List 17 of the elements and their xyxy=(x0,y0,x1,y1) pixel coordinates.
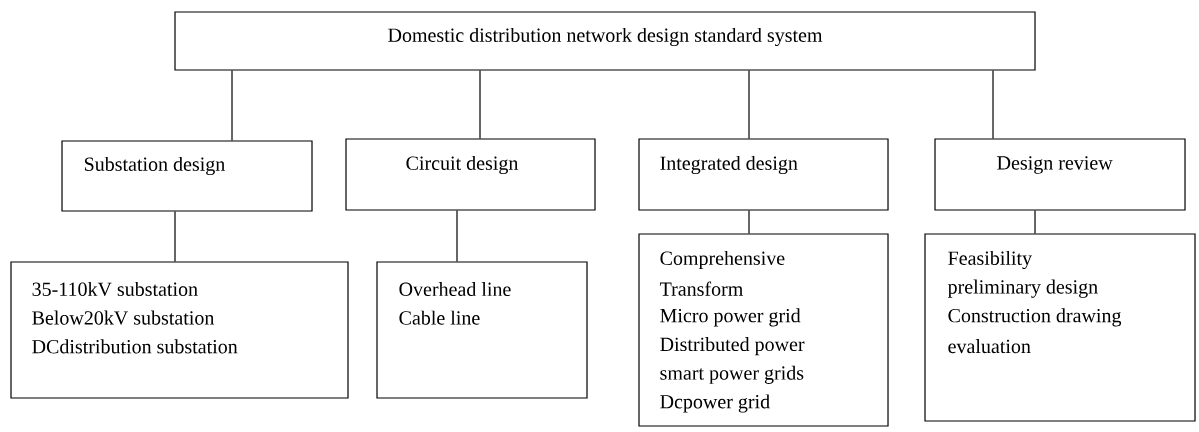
connector-line xyxy=(174,211,176,262)
connector-line xyxy=(992,70,994,139)
connector-line xyxy=(231,70,233,141)
connector-line xyxy=(479,70,481,139)
connector-line xyxy=(748,210,750,234)
box: Comprehensive Transform Micro power grid Distributed power smart power grids Dcpower grid xyxy=(638,233,889,427)
connector-line xyxy=(456,210,458,262)
box: Circuit design xyxy=(345,138,596,211)
box: Domestic distribution network design standard system xyxy=(174,11,1036,71)
box: Substation design xyxy=(61,140,313,212)
box: Design review xyxy=(934,138,1186,211)
box: Overhead line Cable line xyxy=(376,261,588,399)
connector-line xyxy=(1034,210,1036,234)
box: Feasibility preliminary design Construction drawing evaluation xyxy=(924,233,1196,422)
connector-line xyxy=(748,70,750,139)
box: Integrated design xyxy=(638,138,889,211)
box: 35-110kV substation Below20kV substation DCdistribution substation xyxy=(10,261,349,399)
